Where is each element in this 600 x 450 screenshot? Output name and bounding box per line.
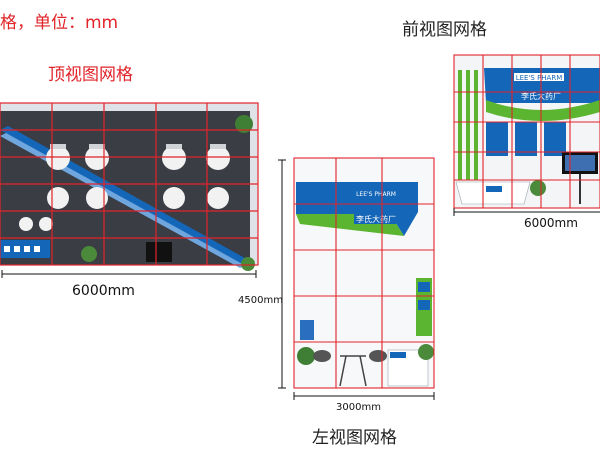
front-view-header bbox=[484, 68, 600, 103]
unit-note: 格，单位：mm bbox=[0, 13, 119, 33]
top-view-grid bbox=[0, 102, 259, 266]
top-view-back-wall bbox=[0, 103, 258, 111]
left-view-width-dimension bbox=[293, 392, 435, 400]
front-view-width-label: 6000mm bbox=[524, 216, 578, 230]
top-view-title: 顶视图网格 bbox=[48, 65, 133, 85]
top-view-dimension-line bbox=[1, 270, 257, 278]
top-view-plant bbox=[235, 115, 253, 133]
left-view-grid bbox=[293, 157, 435, 389]
left-view-brand-cn: 李氏大药厂 bbox=[356, 214, 396, 224]
left-view-table-chairs bbox=[339, 355, 367, 387]
top-view-display-stand bbox=[146, 242, 172, 262]
front-view-brand-en: LEE'S PHARM bbox=[516, 74, 563, 82]
left-view-height-dimension bbox=[278, 159, 286, 389]
front-view-title: 前视图网格 bbox=[402, 20, 487, 40]
left-view-title: 左视图网格 bbox=[312, 428, 397, 448]
top-view-width-label: 6000mm bbox=[72, 283, 135, 299]
left-view-width-label: 3000mm bbox=[336, 402, 381, 413]
left-view-water-cooler bbox=[300, 320, 314, 340]
left-view-height-label: 4500mm bbox=[238, 295, 283, 306]
top-view-table-set bbox=[19, 146, 230, 231]
front-view-grid bbox=[453, 54, 600, 209]
left-view-brand-en: LEE'S PHARM bbox=[356, 191, 396, 198]
front-view-dimension-line bbox=[453, 208, 600, 216]
